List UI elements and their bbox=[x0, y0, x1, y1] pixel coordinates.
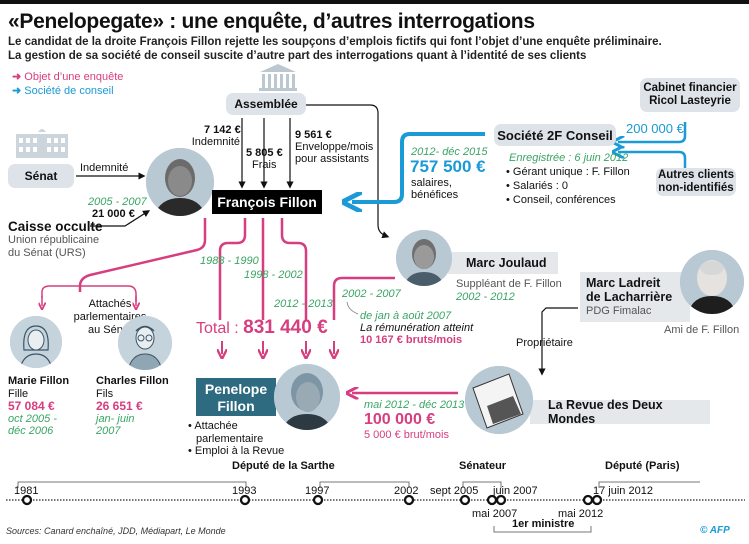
ladreit-link-label: Propriétaire bbox=[516, 337, 573, 349]
penelope-node: Penelope Fillon bbox=[196, 378, 276, 416]
afp-credit: © AFP bbox=[700, 525, 730, 536]
societe-bullet: • Conseil, conférences bbox=[506, 194, 616, 206]
senat-building-icon bbox=[14, 126, 70, 160]
subtitle-line-2: La gestion de sa société de conseil susc… bbox=[8, 50, 587, 62]
caisse-amount: 21 000 € bbox=[92, 208, 135, 220]
timeline-date-mai-2012: mai 2012 bbox=[558, 508, 604, 520]
timeline-date-juin-2007: juin 2007 bbox=[493, 485, 538, 497]
penelope-role: • Attachée bbox=[188, 420, 238, 432]
timeline-span-senateur: Sénateur bbox=[459, 460, 507, 472]
societe-amount-desc: salaires, bénéfices bbox=[411, 177, 459, 201]
penelope-role: • Emploi à la Revue bbox=[188, 445, 285, 457]
flow-amount-indemnite: 7 142 € bbox=[204, 124, 241, 136]
penelope-photo bbox=[274, 364, 340, 430]
charles-fillon-illustration bbox=[118, 316, 172, 370]
assemblee-node: Assemblée bbox=[226, 93, 306, 115]
timeline-date-sept-2005: sept 2005 bbox=[430, 485, 479, 497]
joulaud-node: Marc Joulaud bbox=[448, 252, 558, 274]
revue-node: La Revue des Deux Mondes bbox=[530, 398, 710, 426]
societe-node: Société 2F Conseil bbox=[494, 124, 616, 146]
ladreit-relation: Ami de F. Fillon bbox=[664, 324, 740, 336]
ricol-node: Cabinet financier Ricol Lasteyrie bbox=[640, 78, 740, 112]
penelope-period-4: 2002 - 2007 bbox=[342, 288, 401, 300]
senat-node: Sénat bbox=[8, 164, 74, 188]
societe-period: 2012- déc 2015 bbox=[411, 146, 488, 158]
marie-fillon-illustration bbox=[10, 316, 62, 368]
penelope-period-2: 1998 - 2002 bbox=[244, 269, 303, 281]
timeline-span-depute-paris: Député (Paris) bbox=[605, 460, 680, 472]
penelope-period-3: 2012 - 2013 bbox=[274, 298, 333, 310]
timeline-date-2002: 2002 bbox=[394, 485, 419, 497]
arrow-right-icon: ➜ bbox=[12, 85, 22, 97]
legend-item-societe: ➜ Société de conseil bbox=[12, 85, 114, 97]
ricol-amount: 200 000 € bbox=[626, 121, 684, 136]
joulaud-note-period: de jan à août 2007 bbox=[360, 310, 452, 322]
sources: Sources: Canard enchaîné, JDD, Médiapart… bbox=[6, 526, 226, 536]
timeline-date-mai-2007: mai 2007 bbox=[472, 508, 518, 520]
fillon-photo bbox=[146, 148, 214, 216]
joulaud-note-amount: 10 167 € bruts/mois bbox=[360, 334, 463, 346]
flow-amount-frais: 5 805 € bbox=[246, 147, 283, 159]
penelope-roles: • Attachée parlementaire • Emploi à la R… bbox=[188, 420, 285, 457]
timeline-date-1981: 1981 bbox=[14, 485, 39, 497]
joulaud-note-text: La rémunération atteint bbox=[360, 322, 474, 334]
societe-bullets: • Gérant unique : F. Fillon • Salariés :… bbox=[506, 165, 630, 207]
societe-bullet: • Gérant unique : F. Fillon bbox=[506, 166, 630, 178]
caisse-title: Caisse occulte bbox=[8, 219, 103, 234]
caisse-desc: Union républicaine du Sénat (URS) bbox=[8, 234, 100, 259]
societe-amount: 757 500 € bbox=[410, 157, 486, 176]
ladreit-photo bbox=[680, 250, 744, 314]
charles-fillon-info: Charles Fillon Fils 26 651 € jan- juin 2… bbox=[96, 375, 169, 437]
revue-amount: 100 000 € bbox=[364, 411, 436, 428]
timeline-date-1993: 1993 bbox=[232, 485, 257, 497]
revue-magazine-image bbox=[465, 366, 533, 434]
timeline-span-premier-ministre: 1er ministre bbox=[512, 518, 575, 530]
flow-desc-frais: Frais bbox=[252, 159, 277, 171]
caisse-period: 2005 - 2007 bbox=[88, 196, 147, 208]
marie-fillon-info: Marie Fillon Fille 57 084 € oct 2005 - d… bbox=[8, 375, 70, 437]
joulaud-period: 2002 - 2012 bbox=[456, 291, 515, 303]
top-rule bbox=[0, 0, 749, 4]
senat-flow-label: Indemnité bbox=[80, 162, 129, 174]
joulaud-photo bbox=[396, 230, 452, 286]
timeline-span-depute-sarthe: Député de la Sarthe bbox=[232, 460, 335, 472]
timeline-date-1997: 1997 bbox=[305, 485, 330, 497]
assemblee-building-icon bbox=[256, 62, 300, 92]
revue-monthly: 5 000 € brut/mois bbox=[364, 429, 449, 441]
flow-desc-assistants: Enveloppe/mois pour assistants bbox=[295, 141, 374, 165]
flow-desc-indemnite: Indemnité bbox=[191, 136, 240, 148]
penelope-period-1: 1988 - 1990 bbox=[200, 255, 259, 267]
arrow-right-icon: ➜ bbox=[12, 71, 22, 83]
flow-amount-assistants: 9 561 € bbox=[295, 129, 332, 141]
joulaud-role: Suppléant de F. Fillon bbox=[456, 278, 562, 290]
legend-item-enquete: ➜ Objet d’une enquête bbox=[12, 71, 124, 83]
penelope-total: Total : 831 440 € bbox=[196, 317, 328, 338]
societe-registered: Enregistrée : 6 juin 2012 bbox=[509, 152, 629, 164]
societe-bullet: • Salariés : 0 bbox=[506, 180, 568, 192]
page-title: «Penelopegate» : une enquête, d’autres i… bbox=[8, 10, 535, 33]
timeline-date-17-juin-2012: 17 juin 2012 bbox=[593, 485, 653, 497]
fillon-node: François Fillon bbox=[212, 190, 322, 214]
autres-clients-node: Autres clients non-identifiés bbox=[656, 168, 736, 196]
revue-period: mai 2012 - déc 2013 bbox=[364, 399, 465, 411]
subtitle-line-1: Le candidat de la droite François Fillon… bbox=[8, 36, 662, 48]
ladreit-node: Marc Ladreit de Lacharrière PDG Fimalac bbox=[580, 272, 690, 322]
